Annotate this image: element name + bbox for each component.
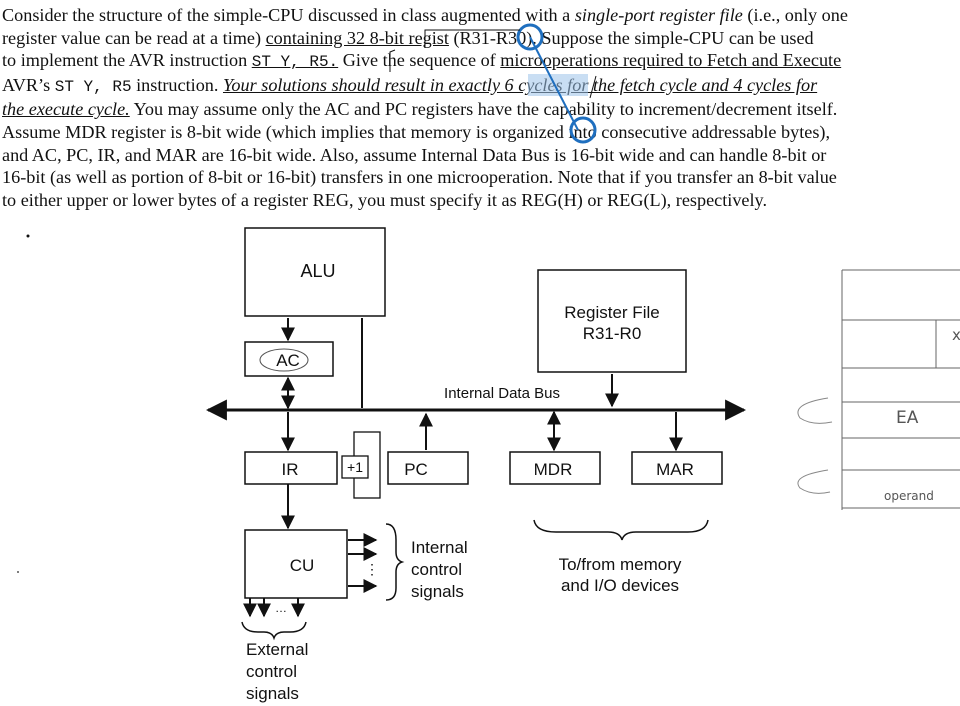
register-file-block: [537, 269, 687, 373]
instruction-code: ST Y, R5.: [251, 53, 339, 72]
internal-signals-dots: ⋮: [365, 561, 379, 577]
paragraph-line-2: register value can be read at a time) co…: [2, 27, 957, 50]
cu-label: CU: [290, 556, 315, 575]
highlight-mark: [528, 74, 588, 96]
text-run: Consider the structure of the simple-CPU…: [2, 5, 575, 25]
alu-block: [244, 227, 386, 317]
note-x: x: [952, 326, 960, 344]
paragraph-line-3: to implement the AVR instruction ST Y, R…: [2, 49, 957, 74]
ac-label: AC: [276, 351, 300, 370]
external-signals-label-1: External: [246, 640, 308, 659]
selection-handle-start[interactable]: [516, 23, 544, 51]
circled-mark: [259, 348, 309, 372]
bracket-mark: [389, 49, 396, 72]
slash-mark: [589, 75, 597, 99]
memory-brace: [533, 519, 709, 541]
underlined-text: containing 32 8-bit regist: [265, 27, 449, 48]
text-run: (i.e., only one: [742, 5, 848, 25]
pc-register: [387, 451, 469, 485]
paragraph-line-4: AVR’s ST Y, R5 instruction. Your solutio…: [2, 74, 957, 99]
paragraph-line-1: Consider the structure of the simple-CPU…: [2, 4, 957, 27]
paragraph-line-8: 16-bit (as well as portion of 8-bit or 1…: [2, 167, 837, 188]
text-run: AVR’s: [2, 74, 55, 95]
note-ea: EA: [896, 408, 919, 428]
incrementer-label: +1: [347, 459, 363, 475]
paragraph-line-9: to either upper or lower bytes of a regi…: [2, 189, 768, 210]
selection-line: [529, 36, 579, 131]
mar-label: MAR: [656, 460, 694, 479]
handwritten-notes: x EA operand: [797, 269, 960, 510]
ir-label: IR: [282, 460, 299, 479]
paragraph-line-5: the execute cycle. You may assume only t…: [2, 98, 957, 121]
mdr-label: MDR: [534, 460, 573, 479]
incrementer-label-box: [341, 455, 369, 479]
stray-dot: [26, 234, 30, 238]
pc-label: PC: [404, 460, 428, 479]
text-run: register value can be read at a time): [2, 27, 266, 48]
ir-register: [244, 451, 338, 485]
paragraph-line-7: and AC, PC, IR, and MAR are 16-bit wide.…: [2, 144, 827, 165]
memory-label-line-1: To/from memory: [559, 555, 682, 574]
text-run: to implement the AVR instruction: [2, 50, 252, 71]
bus-label: Internal Data Bus: [444, 385, 560, 402]
emphasis-text: single-port register file: [574, 5, 743, 25]
instruction-code: ST Y, R5: [54, 77, 132, 96]
text-run: Give the sequence of: [338, 50, 501, 71]
bracket-mark: [424, 29, 520, 48]
internal-signals-label-2: control: [411, 560, 462, 579]
internal-signals-brace: [385, 523, 405, 601]
handwritten-annotations: [389, 23, 597, 144]
text-run: (R31-R30). Suppose the simple-CPU can be…: [448, 27, 814, 48]
selection-handle-end[interactable]: [569, 116, 597, 144]
mar-register: [631, 451, 723, 485]
external-signals-label-3: signals: [246, 684, 299, 703]
alu-label: ALU: [300, 261, 335, 281]
internal-signals-label-1: Internal: [411, 538, 468, 557]
control-unit-block: [244, 529, 348, 599]
note-operand: operand: [884, 489, 934, 503]
text-run: You may assume only the AC and PC regist…: [129, 99, 838, 120]
external-signals-dots: …: [275, 601, 287, 615]
mdr-register: [509, 451, 601, 485]
emphasis-text: Your solutions should result in exactly …: [222, 74, 818, 95]
register-file-range-label: R31-R0: [583, 324, 642, 343]
external-signals-brace: [241, 621, 307, 641]
underlined-text: microoperations required to Fetch and Ex…: [500, 50, 842, 71]
external-signals-label-2: control: [246, 662, 297, 681]
internal-signals-label-3: signals: [411, 582, 464, 601]
memory-label-line-2: and I/O devices: [561, 576, 679, 595]
paragraph-line-6: Assume MDR register is 8-bit wide (which…: [2, 121, 831, 142]
stray-dot: [17, 571, 19, 573]
problem-statement: Consider the structure of the simple-CPU…: [2, 4, 957, 211]
text-run: instruction.: [131, 74, 223, 95]
register-file-label: Register File: [564, 303, 659, 322]
emphasis-text: the execute cycle.: [2, 99, 130, 120]
